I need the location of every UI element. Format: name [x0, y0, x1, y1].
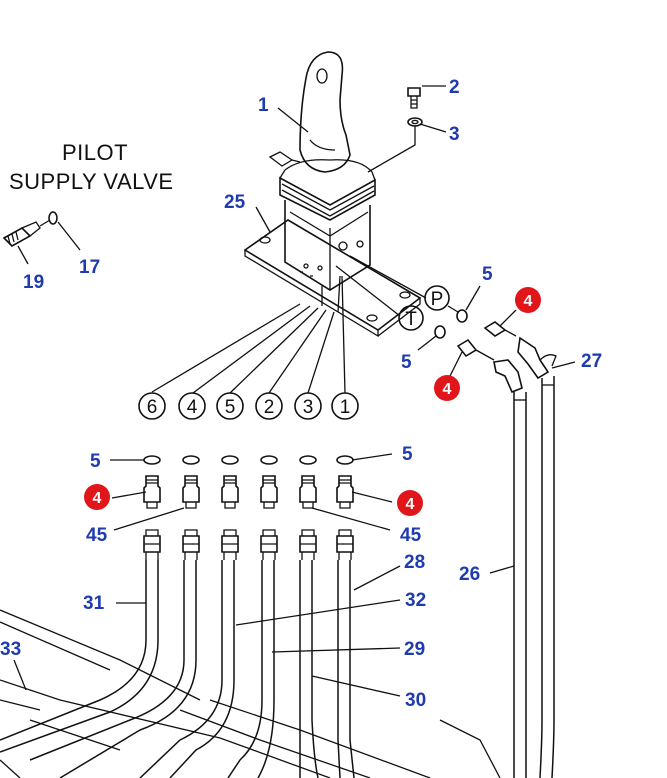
hose-end-icon	[182, 535, 200, 553]
washer-icon	[407, 117, 423, 127]
o-ring-icon	[143, 455, 161, 465]
bolt-icon	[407, 87, 421, 109]
callout-1: 1	[258, 95, 269, 116]
callout-19: 19	[23, 272, 44, 293]
pilot-supply-valve-title-2: SUPPLY VALVE	[9, 169, 174, 195]
callout-45-left: 45	[86, 525, 108, 546]
badge-4-mid: 4	[434, 375, 460, 401]
pilot-supply-valve-title: PILOT	[60, 140, 128, 166]
callout-labels: 1 2 3 25 17 19 5 5 27 5 5 45 45 28 26 31…	[0, 77, 602, 711]
port-4-label: 4	[187, 397, 198, 418]
port-2: 2	[255, 392, 283, 420]
adapter-fitting-icon	[299, 475, 317, 503]
port-t-label: T	[405, 309, 417, 330]
callout-33: 33	[0, 639, 21, 660]
badge-4-mid-label: 4	[443, 381, 452, 398]
port-4: 4	[178, 392, 206, 420]
hose-26-27	[513, 376, 555, 778]
badge-4-left-label: 4	[93, 490, 102, 507]
callout-31: 31	[83, 593, 105, 614]
badge-4-right: 4	[397, 490, 423, 516]
callout-5-right: 5	[402, 444, 413, 465]
o-ring-icon	[336, 455, 354, 465]
port-6: 6	[138, 392, 166, 420]
callout-32: 32	[405, 590, 426, 611]
callout-5-left: 5	[90, 451, 101, 472]
badge-4-right-label: 4	[406, 496, 415, 513]
hose-end-icon	[221, 535, 239, 553]
port-leaders	[151, 275, 346, 394]
hose-bundle	[0, 560, 501, 778]
adapter-fitting-icon	[221, 475, 239, 503]
port-p-label: P	[431, 289, 444, 310]
callout-30: 30	[405, 690, 426, 711]
callout-5-mid: 5	[401, 352, 412, 373]
port-t: T	[398, 305, 424, 331]
pilot-valve-assembly	[243, 51, 422, 338]
port-fitting-columns	[143, 455, 354, 560]
t-line-fittings	[434, 325, 523, 394]
o-ring-icon	[260, 455, 278, 465]
port-3-label: 3	[303, 397, 314, 418]
port-6-label: 6	[147, 397, 158, 418]
hose-end-icon	[143, 535, 161, 553]
callout-26: 26	[459, 564, 480, 585]
title-line-2: SUPPLY VALVE	[9, 169, 174, 194]
title-line-1: PILOT	[62, 140, 129, 165]
adapter-fitting-icon	[182, 475, 200, 503]
o-ring-icon	[182, 455, 200, 465]
o-ring-17-icon	[39, 211, 58, 227]
callout-2: 2	[449, 77, 460, 98]
port-2-label: 2	[264, 397, 275, 418]
badge-4-top-label: 4	[524, 293, 533, 310]
port-5-label: 5	[225, 397, 236, 418]
red-badges: 4 4 4 4	[84, 287, 541, 516]
badge-4-left: 4	[84, 484, 110, 510]
o-ring-icon	[221, 455, 239, 465]
badge-4-top: 4	[515, 287, 541, 313]
hose-end-icon	[336, 535, 354, 553]
fitting-19-icon	[2, 221, 41, 247]
port-3: 3	[294, 392, 322, 420]
port-5: 5	[216, 392, 244, 420]
adapter-fitting-icon	[336, 475, 354, 503]
p-line-fittings	[447, 305, 557, 380]
callout-28: 28	[404, 552, 425, 573]
port-1-label: 1	[340, 397, 351, 418]
o-ring-icon	[299, 455, 317, 465]
port-p: P	[424, 285, 450, 311]
callout-25: 25	[224, 192, 246, 213]
hose-end-icon	[260, 535, 278, 553]
callout-17: 17	[79, 257, 100, 278]
callout-45-right: 45	[400, 525, 422, 546]
callout-29: 29	[404, 639, 425, 660]
port-1: 1	[331, 392, 359, 420]
callout-3: 3	[449, 124, 460, 145]
adapter-fitting-icon	[260, 475, 278, 503]
hose-end-icon	[299, 535, 317, 553]
callout-27: 27	[581, 351, 602, 372]
port-circles: 6 4 5 2 3 1	[138, 392, 359, 420]
adapter-fitting-icon	[143, 475, 161, 503]
callout-5-top: 5	[482, 264, 493, 285]
